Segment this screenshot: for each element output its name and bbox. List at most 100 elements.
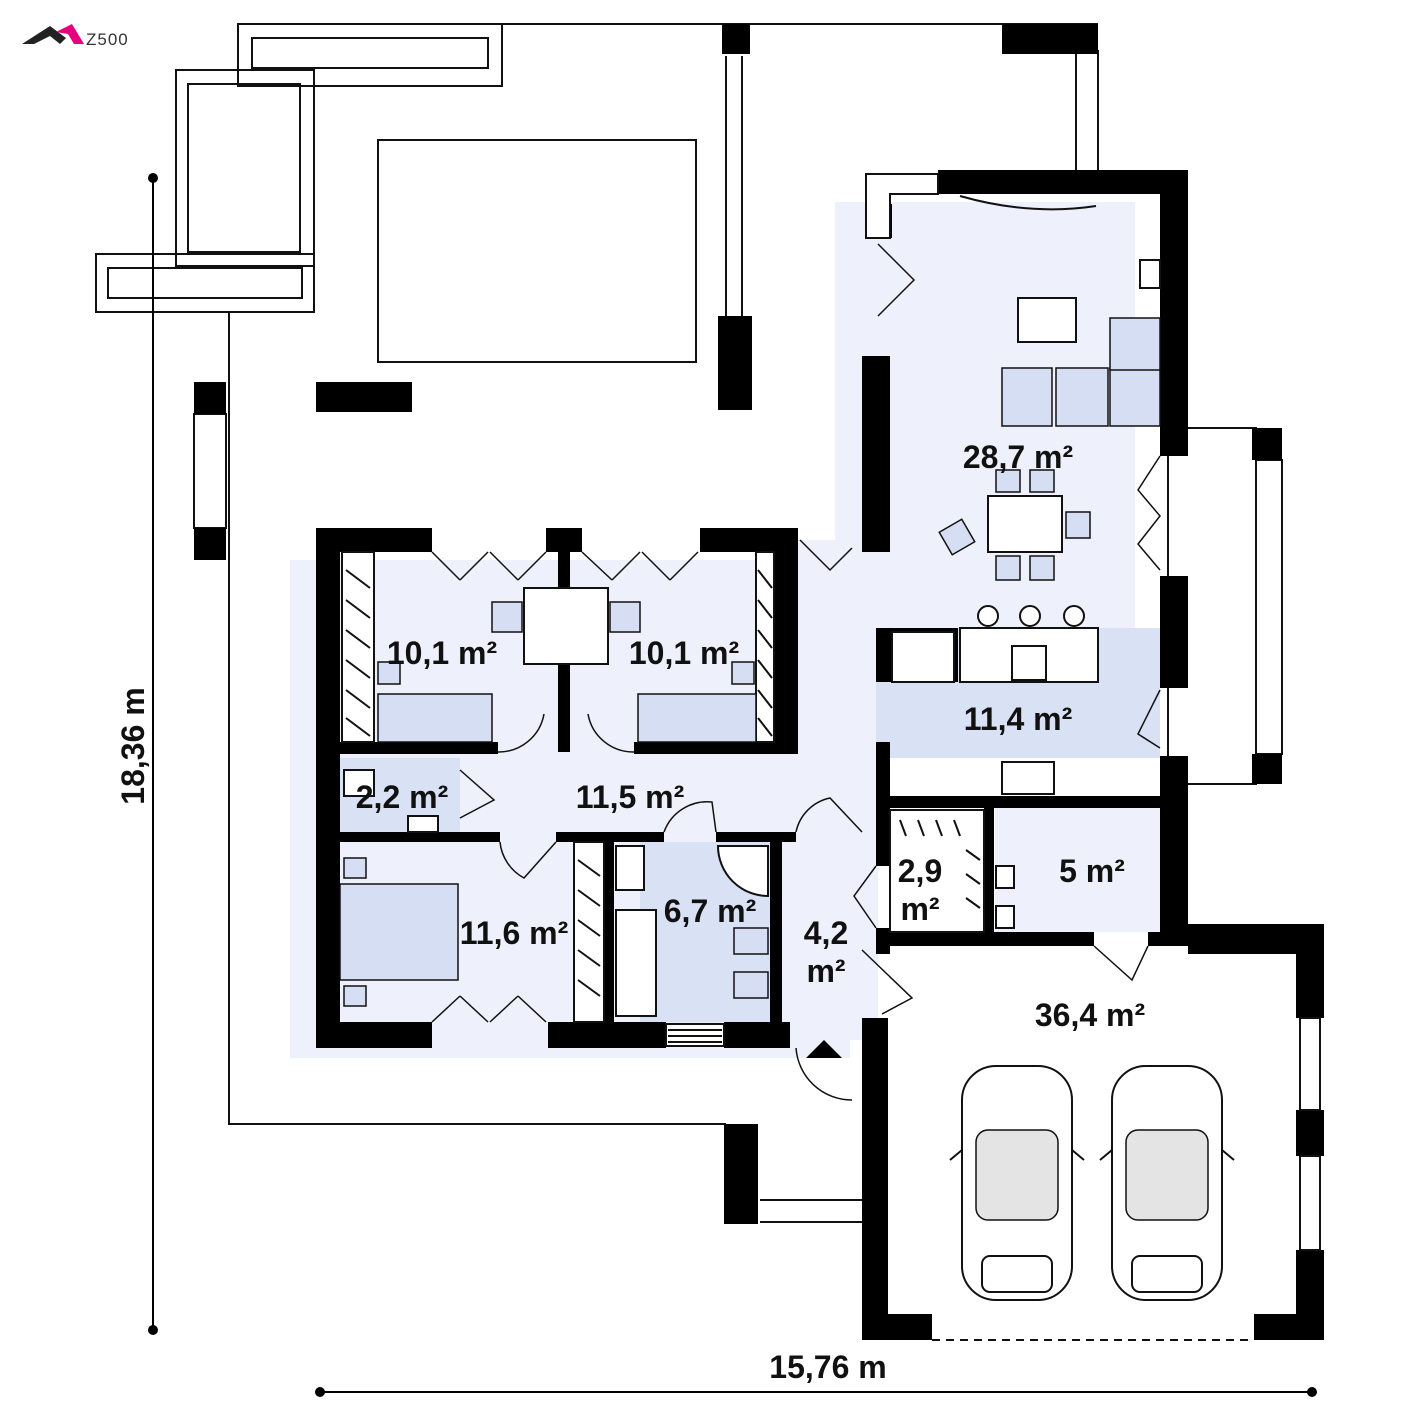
wc-toilet xyxy=(343,769,375,797)
nightstand xyxy=(377,661,401,685)
bed-double xyxy=(339,883,459,981)
wall-living-right xyxy=(1160,170,1188,456)
chair xyxy=(1065,511,1091,539)
master-terrace-door xyxy=(431,995,547,1023)
pool-outline xyxy=(377,139,697,363)
wc-door xyxy=(459,769,496,819)
hall-door xyxy=(799,539,853,572)
bath-door xyxy=(663,801,717,833)
wall-post xyxy=(722,24,750,54)
wall-hall-lower xyxy=(716,832,796,842)
wall-south xyxy=(724,1022,790,1048)
garage-entry-door xyxy=(861,949,914,1015)
wall-living-left xyxy=(862,356,890,552)
wardrobe-hatch xyxy=(577,859,601,997)
windows xyxy=(665,173,1321,1341)
wall-bedroom-top xyxy=(700,528,798,552)
logo-accent-icon xyxy=(56,24,84,44)
cars xyxy=(949,1065,1235,1301)
wall-bedroom-east xyxy=(772,552,798,752)
bedroom-terrace-door xyxy=(431,551,547,581)
living-terrace-door xyxy=(877,243,916,317)
bedroom-door xyxy=(497,713,545,753)
stool xyxy=(1019,605,1041,627)
dimension-dot xyxy=(1307,1387,1317,1397)
room-area-bedroom-right: 10,1 m² xyxy=(629,635,739,671)
garage-utility-door xyxy=(1093,945,1149,982)
height-dimension-label: 18,36 m xyxy=(115,687,151,804)
wall-hall xyxy=(340,742,498,754)
bench-frame xyxy=(95,253,315,313)
pergola-left-posts xyxy=(725,56,743,318)
bathtub xyxy=(615,909,657,1017)
nightstand xyxy=(731,661,755,685)
garage-window xyxy=(1299,1155,1321,1251)
wall-post xyxy=(1002,24,1098,54)
dining-table xyxy=(987,495,1063,553)
closet-hatch xyxy=(899,819,981,909)
room-area-garage: 36,4 m² xyxy=(1035,997,1145,1033)
garage-window xyxy=(1299,1017,1321,1111)
chair xyxy=(995,555,1021,581)
chair xyxy=(1029,469,1055,493)
entrance-arrow-icon xyxy=(806,1040,842,1058)
kitchen-side-door xyxy=(1137,689,1161,749)
washer-icon xyxy=(995,905,1015,929)
front-door xyxy=(795,1047,853,1101)
stove-icon xyxy=(1139,259,1161,289)
room-area-hall: 11,5 m² xyxy=(576,779,685,815)
toilet xyxy=(733,927,769,955)
bed-single xyxy=(377,693,493,743)
sofa-seat xyxy=(1001,367,1053,427)
bath-window-lines xyxy=(668,1029,722,1043)
wall-kitchen-bottom xyxy=(876,796,1162,808)
doors xyxy=(431,243,1161,1101)
planter-frame xyxy=(175,69,315,267)
wardrobe-hatch xyxy=(345,569,371,737)
wardrobes xyxy=(341,551,985,1023)
room-area-vestibule-number: 4,2 xyxy=(804,915,848,951)
logo-roof-icon xyxy=(22,26,66,44)
wall-fireplace xyxy=(718,316,752,410)
floor-corridor xyxy=(788,540,878,1040)
entry-canopy xyxy=(760,1199,862,1223)
room-area-master-bedroom: 11,6 m² xyxy=(460,915,569,951)
cooktop-icon xyxy=(1011,645,1047,681)
bedroom-door xyxy=(587,713,635,753)
wall-post xyxy=(1252,428,1282,460)
wall-garage-west xyxy=(862,1018,888,1340)
wc-sink xyxy=(407,815,439,833)
wall-right-low xyxy=(1160,756,1188,940)
wardrobe-door xyxy=(853,865,877,929)
wall-wardrobe-divider xyxy=(984,808,994,932)
room-area-bedroom-left: 10,1 m² xyxy=(387,635,497,671)
wall-hall-lower xyxy=(340,832,500,842)
wall-post xyxy=(194,528,226,560)
pergola-right-posts xyxy=(1075,50,1099,170)
wall-garage-east xyxy=(1296,924,1324,1018)
bath-sink xyxy=(615,845,645,891)
bed-single xyxy=(637,693,757,743)
nightstand xyxy=(343,985,367,1007)
planter-inner xyxy=(187,83,301,253)
corner-window xyxy=(865,173,939,239)
wall-south xyxy=(316,1022,432,1048)
kitchen-sink xyxy=(1001,761,1055,795)
sofa-seat xyxy=(1055,367,1109,427)
bedroom-terrace-door xyxy=(581,551,699,581)
wall-garage-top xyxy=(1148,932,1188,946)
logo-text: Z500 xyxy=(86,30,129,49)
wall-garage-south xyxy=(1254,1314,1324,1340)
dimension-dot xyxy=(148,1325,158,1335)
room-area-vestibule-unit: m² xyxy=(806,953,845,989)
dimension-dot xyxy=(148,173,158,183)
desk xyxy=(523,587,609,665)
wall-bath-east xyxy=(770,842,782,1022)
wardrobe xyxy=(573,841,605,1023)
wall-right-mid xyxy=(1160,576,1188,688)
bench-inner xyxy=(107,267,303,299)
terrace-top-inner xyxy=(251,37,489,69)
sofa-seat xyxy=(1109,367,1161,427)
wall-bath-divider xyxy=(604,842,614,1022)
